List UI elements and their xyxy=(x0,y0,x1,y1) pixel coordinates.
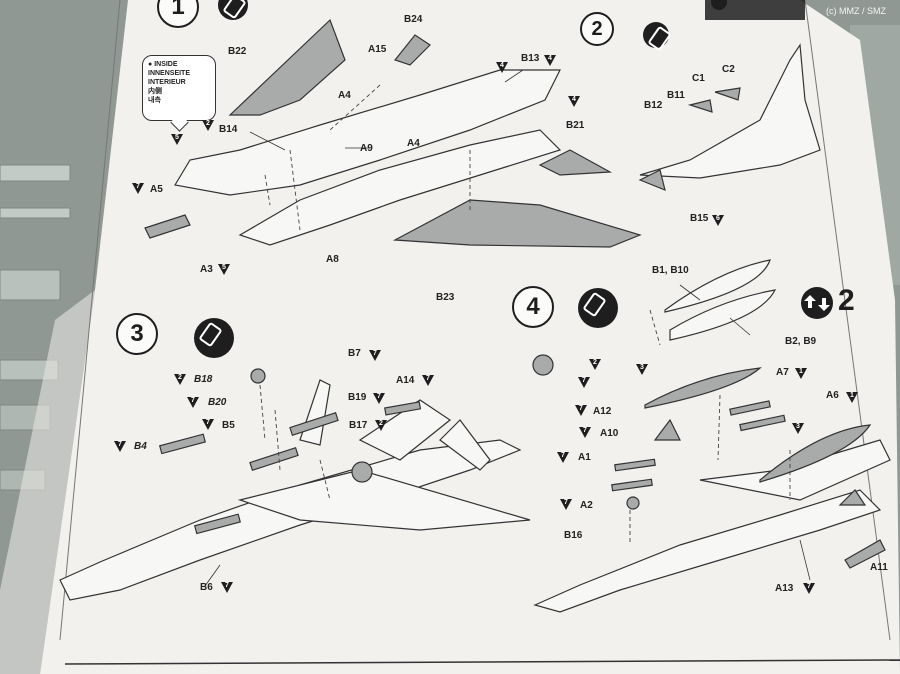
part-label: A15 xyxy=(368,44,387,55)
step-ref-badge: 7 xyxy=(803,583,815,594)
step-ref-badge: 2 xyxy=(202,120,214,131)
part-label: A9 xyxy=(360,143,373,154)
part-label: B19 xyxy=(348,392,367,403)
part-label: C1 xyxy=(692,73,705,84)
step-ref-badge: 1 xyxy=(795,368,807,379)
part-label: B24 xyxy=(404,14,423,25)
part-label: A5 xyxy=(150,184,163,195)
step-ref-badge: 5 xyxy=(171,134,183,145)
part-label: B5 xyxy=(222,420,235,431)
part-label: B4 xyxy=(134,441,147,452)
part-label: A3 xyxy=(200,264,213,275)
part-label: A14 xyxy=(396,375,415,386)
part-label: A1 xyxy=(578,452,591,463)
part-label: A4 xyxy=(338,90,351,101)
glue-icon xyxy=(218,0,248,20)
glue-icon xyxy=(578,288,618,328)
part-label: B12 xyxy=(644,100,663,111)
part-label: B11 xyxy=(667,90,685,101)
part-label: B16 xyxy=(564,530,583,541)
part-label: B21 xyxy=(566,120,585,131)
part-label: A10 xyxy=(600,428,619,439)
part-label: B14 xyxy=(219,124,238,135)
step-ref-badge: 1 xyxy=(846,392,858,403)
step-ref-badge: 7 xyxy=(579,427,591,438)
step-ref-badge: 2 xyxy=(589,359,601,370)
part-label: B2, B9 xyxy=(785,336,817,347)
step-ref-badge: 7 xyxy=(187,397,199,408)
step-ref-badge: 2 xyxy=(375,420,387,431)
copyright-watermark: (c) MMZ / SMZ xyxy=(826,6,886,16)
inside-note-line: 内侧 xyxy=(148,88,162,95)
step-ref-badge: 7 xyxy=(575,405,587,416)
part-label: B18 xyxy=(194,374,213,385)
inside-note-line: INSIDE xyxy=(154,61,178,68)
step-number: 4 xyxy=(512,286,554,328)
part-label: B23 xyxy=(436,292,455,303)
step-ref-badge: 4 xyxy=(496,62,508,73)
part-label: B13 xyxy=(521,53,540,64)
step-ref-badge: 5 xyxy=(218,264,230,275)
part-label: A13 xyxy=(775,583,794,594)
step-ref-badge: 7 xyxy=(557,452,569,463)
step-ref-badge: 7 xyxy=(422,375,434,386)
part-label: A8 xyxy=(326,254,339,265)
part-label: A11 xyxy=(870,562,888,573)
step-ref-badge: 4 xyxy=(544,55,556,66)
part-label: A12 xyxy=(593,406,612,417)
part-label: B1, B10 xyxy=(652,265,689,276)
decal-count: 2 xyxy=(838,284,855,317)
step-ref-badge: 7 xyxy=(202,419,214,430)
step-ref-badge: 2 xyxy=(174,374,186,385)
step-ref-badge: 7 xyxy=(560,499,572,510)
inside-note-line: 내측 xyxy=(148,97,161,104)
step-ref-badge: 7 xyxy=(373,393,385,404)
part-label: A2 xyxy=(580,500,593,511)
part-label: B20 xyxy=(208,397,227,408)
inside-note: ● INSIDE INNENSEITE INTERIEUR 内侧 내측 xyxy=(142,55,216,121)
step-ref-badge: 7 xyxy=(132,183,144,194)
step-ref-badge: 3 xyxy=(792,423,804,434)
inside-note-line: INNENSEITE xyxy=(148,70,191,77)
glue-icon xyxy=(194,318,234,358)
step-ref-badge: 4 xyxy=(568,96,580,107)
part-label: A6 xyxy=(826,390,839,401)
step-ref-badge: 6 xyxy=(712,215,724,226)
step-ref-badge: 7 xyxy=(578,377,590,388)
part-label: C2 xyxy=(722,64,735,75)
flip-decal-icon xyxy=(801,287,833,319)
step-ref-badge: 3 xyxy=(636,364,648,375)
step-number: 3 xyxy=(116,313,158,355)
step-ref-badge: 7 xyxy=(369,350,381,361)
part-label: B22 xyxy=(228,46,247,57)
part-label: A4 xyxy=(407,138,420,149)
part-label: B6 xyxy=(200,582,213,593)
glue-icon xyxy=(643,22,669,48)
part-label: A7 xyxy=(776,367,789,378)
step-ref-badge: 7 xyxy=(114,441,126,452)
bullet-icon: ● xyxy=(148,61,153,68)
inside-note-line: INTERIEUR xyxy=(148,79,186,86)
step-ref-badge: 7 xyxy=(221,582,233,593)
part-label: B7 xyxy=(348,348,361,359)
step-number: 2 xyxy=(580,12,614,46)
part-label: B15 xyxy=(690,213,709,224)
part-label: B17 xyxy=(349,420,368,431)
